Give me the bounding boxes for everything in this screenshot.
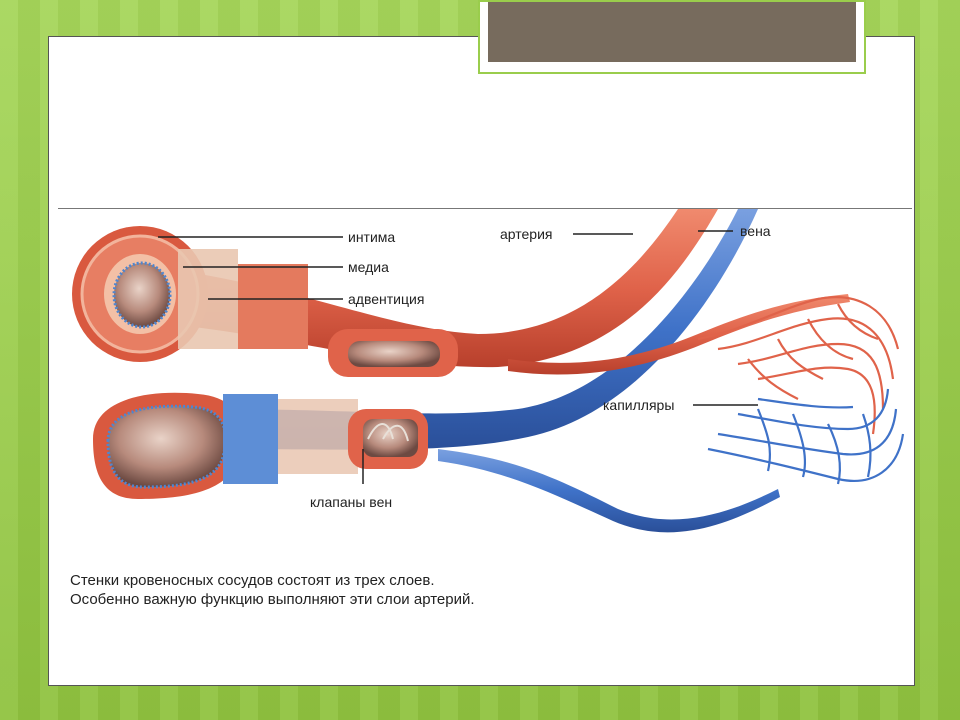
label-vein-valves: клапаны вен	[310, 494, 392, 510]
capillary-network-venous	[707, 388, 905, 485]
title-bar	[488, 2, 856, 62]
artery-branch	[508, 294, 850, 375]
label-adventitia: адвентиция	[348, 291, 424, 307]
title-placeholder	[478, 0, 866, 74]
label-capillaries: капилляры	[603, 397, 674, 413]
vein-valve	[367, 423, 409, 442]
label-artery: артерия	[500, 226, 553, 242]
vein-vessel	[208, 209, 758, 450]
blood-vessel-diagram: интима медиа адвентиция артерия вена кап…	[72, 209, 905, 533]
label-vein: вена	[740, 223, 771, 239]
slide-divider	[58, 208, 912, 209]
leader-lines	[158, 230, 758, 484]
vein-layers	[223, 394, 278, 484]
capillary-network-arterial	[697, 296, 900, 435]
vein-branch	[438, 449, 780, 533]
label-intima: интима	[348, 229, 395, 245]
vein-cross-section	[93, 392, 242, 499]
figure-caption: Стенки кровеносных сосудов состоят из тр…	[70, 571, 850, 609]
caption-line-2: Особенно важную функцию выполняют эти сл…	[70, 591, 475, 608]
caption-line-1: Стенки кровеносных сосудов состоят из тр…	[70, 572, 435, 589]
label-media: медиа	[348, 259, 389, 275]
artery-cross-section	[72, 226, 208, 362]
